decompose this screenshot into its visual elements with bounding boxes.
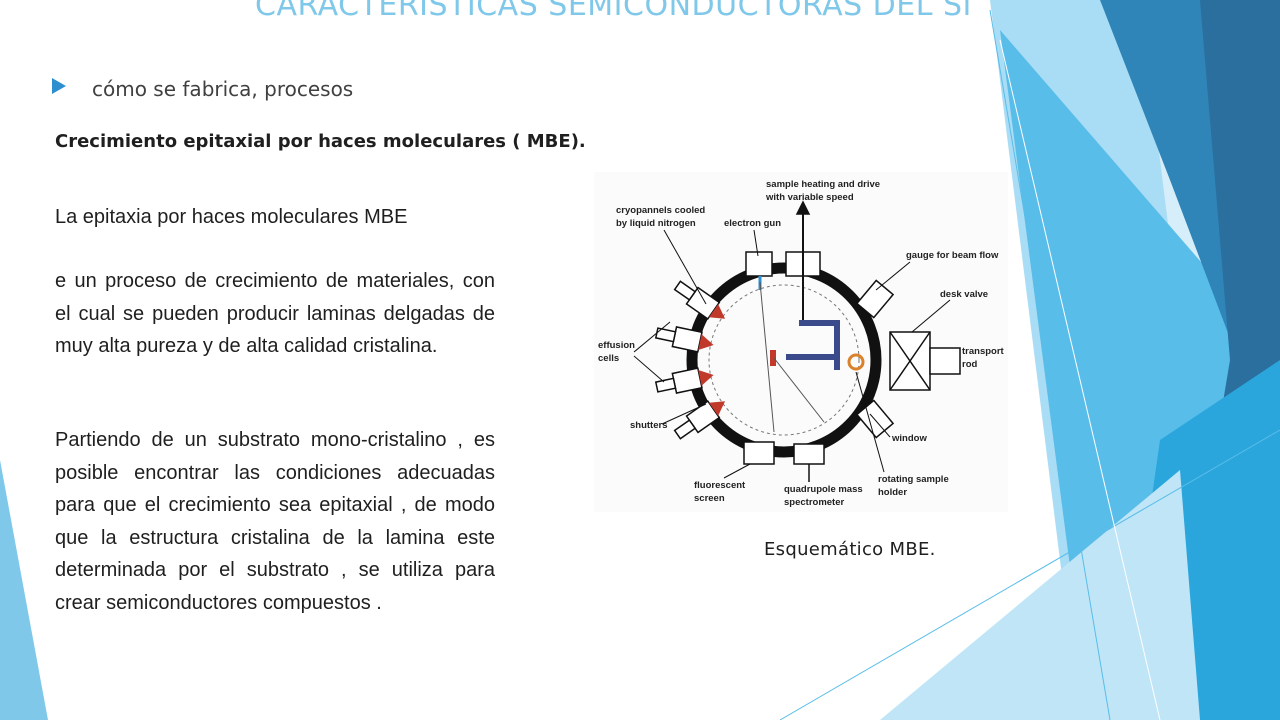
section-subtitle: Crecimiento epitaxial por haces molecula… xyxy=(55,131,586,152)
label-desk-valve: desk valve xyxy=(940,289,988,300)
label-electron-gun: electron gun xyxy=(724,218,781,229)
left-accent-shape xyxy=(0,460,48,720)
label-fluorescent-2: screen xyxy=(694,493,725,504)
top-ports xyxy=(745,200,821,322)
label-cryopannels-1: cryopannels cooled xyxy=(616,205,705,216)
sample-holder xyxy=(759,281,865,433)
label-gauge: gauge for beam flow xyxy=(906,250,999,261)
thin-line-3 xyxy=(999,39,1161,720)
mbe-schematic-diagram: cryopannels cooled by liquid nitrogen el… xyxy=(594,172,1008,512)
triangle-bullet-icon xyxy=(52,78,66,94)
label-sample-heating-2: with variable speed xyxy=(765,192,854,203)
label-transport-2: rod xyxy=(962,359,978,370)
leader-lines xyxy=(633,229,951,479)
bullet-text: cómo se fabrica, procesos xyxy=(92,77,354,101)
paragraph-definition: e un proceso de crecimiento de materiale… xyxy=(55,270,495,357)
label-effusion-1: effusion xyxy=(598,340,635,351)
bottom-ports xyxy=(743,441,825,482)
label-quadrupole-1: quadrupole mass xyxy=(784,484,863,495)
thin-line-1 xyxy=(989,9,1111,720)
label-effusion-2: cells xyxy=(598,353,619,364)
label-rotating-holder-1: rotating sample xyxy=(878,474,949,485)
label-sample-heating-1: sample heating and drive xyxy=(766,179,880,190)
bottom-light-shape xyxy=(880,470,1200,720)
label-window: window xyxy=(891,433,927,444)
diagram-caption: Esquemático MBE. xyxy=(764,539,936,560)
thin-line-2 xyxy=(779,429,1280,720)
label-transport-1: transport xyxy=(962,346,1005,357)
effusion-cells xyxy=(654,280,726,440)
diagram-labels: cryopannels cooled by liquid nitrogen el… xyxy=(598,179,1005,508)
label-cryopannels-2: by liquid nitrogen xyxy=(616,218,696,229)
paragraph-process: Partiendo de un substrato mono-cristalin… xyxy=(55,429,495,614)
label-shutters: shutters xyxy=(630,420,667,431)
mbe-schematic-svg: cryopannels cooled by liquid nitrogen el… xyxy=(598,179,1005,508)
slide-title: CARACTERÍSTICAS SEMICONDUCTORAS DEL SI xyxy=(255,0,972,23)
label-rotating-holder-2: holder xyxy=(878,487,907,498)
label-quadrupole-2: spectrometer xyxy=(784,497,844,508)
paragraph-intro: La epitaxia por haces moleculares MBE xyxy=(55,206,408,228)
label-fluorescent-1: fluorescent xyxy=(694,480,746,491)
chamber xyxy=(686,262,882,458)
